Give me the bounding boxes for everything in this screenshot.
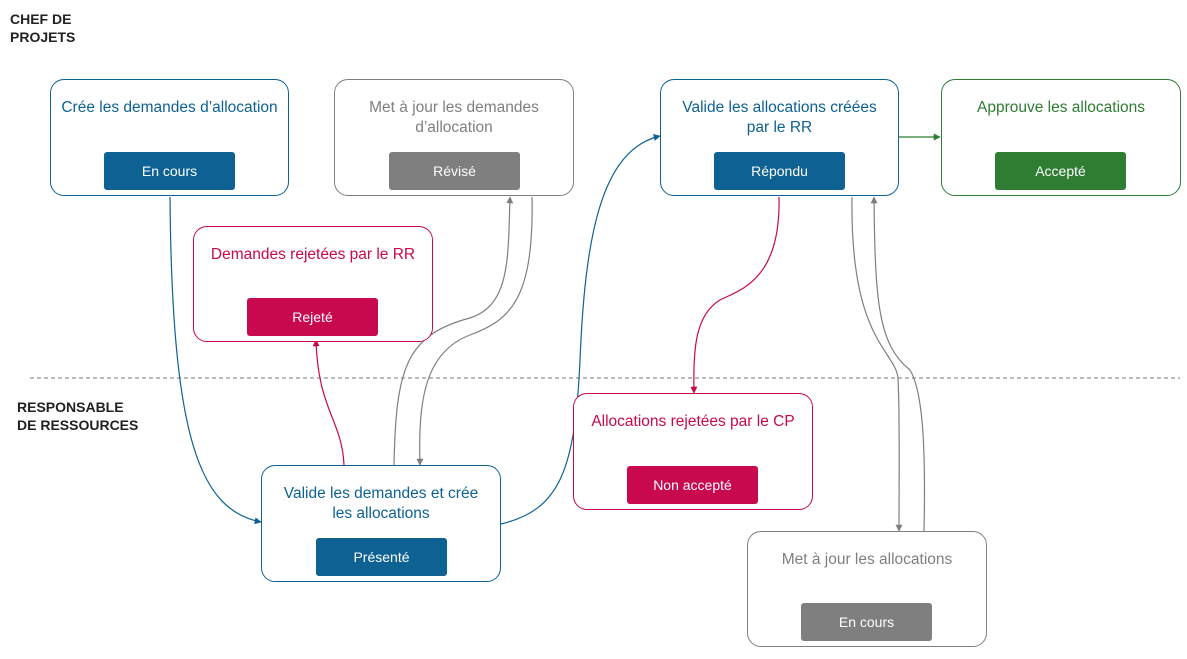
status-badge: Présenté (316, 538, 447, 576)
step-cree-demandes: Crée les demandes d’allocation En cours (50, 79, 289, 196)
status-badge: Rejeté (247, 298, 378, 336)
step-title: Met à jour les demandes d’allocation (369, 99, 539, 136)
status-badge: En cours (104, 152, 235, 190)
step-title: Valide les allocations créées par le RR (682, 99, 877, 136)
lane-chef-de-projets: CHEF DE PROJETS (10, 11, 76, 45)
step-demandes-rejetees: Demandes rejetées par le RR Rejeté (193, 226, 433, 342)
arrow-maj-allocations-to-valide-allocations (870, 196, 926, 532)
arrow-valide-allocations-to-non-accepte (690, 196, 780, 394)
step-title: Crée les demandes d’allocation (61, 99, 278, 116)
step-maj-allocations: Met à jour les allocations En cours (747, 531, 987, 647)
status-badge: Accepté (995, 152, 1126, 190)
arrow-maj-demandes-to-valide-demandes (416, 196, 533, 466)
step-approuve: Approuve les allocations Accepté (941, 79, 1181, 196)
lane-responsable-de-ressources: RESPONSABLE DE RESSOURCES (17, 399, 139, 433)
step-title: Allocations rejetées par le CP (591, 413, 795, 430)
step-title: Demandes rejetées par le RR (210, 246, 416, 263)
step-title: Approuve les allocations (976, 99, 1146, 116)
step-maj-demandes: Met à jour les demandes d’allocation Rév… (334, 79, 574, 196)
arrow-valide-demandes-to-rejete (312, 339, 345, 466)
arrow-valide-allocations-to-maj-allocations (851, 196, 903, 532)
status-badge: Non accepté (627, 466, 758, 504)
step-allocations-rejetees: Allocations rejetées par le CP Non accep… (573, 393, 813, 510)
arrow-valide-demandes-to-valide-allocations (500, 134, 661, 525)
status-badge: Répondu (714, 152, 845, 190)
status-badge: En cours (801, 603, 932, 641)
step-valide-demandes: Valide les demandes et crée les allocati… (261, 465, 501, 582)
step-valide-allocations: Valide les allocations créées par le RR … (660, 79, 899, 196)
step-title: Met à jour les allocations (781, 551, 953, 568)
arrow-valide-demandes-to-maj-demandes (393, 196, 514, 466)
status-badge: Révisé (389, 152, 520, 190)
step-title: Valide les demandes et crée les allocati… (283, 485, 479, 522)
arrow-cree-to-valide-demandes (169, 196, 262, 525)
